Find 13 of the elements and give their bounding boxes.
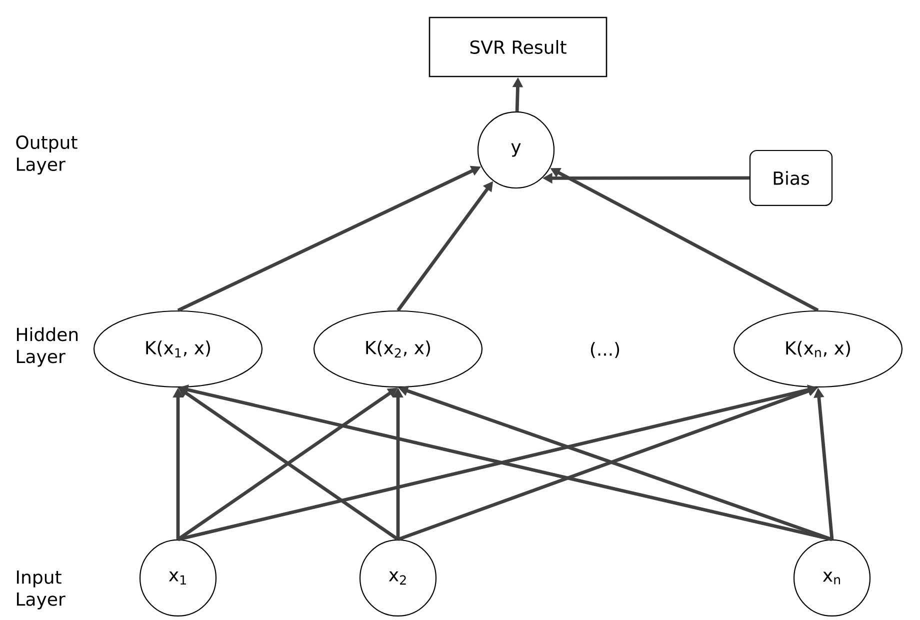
output-node: y [477, 111, 555, 189]
kernel-node: K(x$_{1}$, x) [93, 310, 263, 388]
input-node: x$_{n}$ [793, 539, 871, 617]
input-node: x$_{1}$ [139, 539, 217, 617]
layer-label: Hidden Layer [16, 327, 78, 367]
ellipsis: (...) [590, 342, 620, 358]
bias-box: Bias [749, 150, 833, 206]
layer-label: Output Layer [16, 135, 78, 175]
layer-label: Input Layer [16, 570, 66, 610]
kernel-node: K(x$_{n}$, x) [733, 310, 903, 388]
kernel-node: K(x$_{2}$, x) [313, 310, 483, 388]
input-node: x$_{2}$ [359, 539, 437, 617]
result-box: SVR Result [428, 16, 608, 78]
